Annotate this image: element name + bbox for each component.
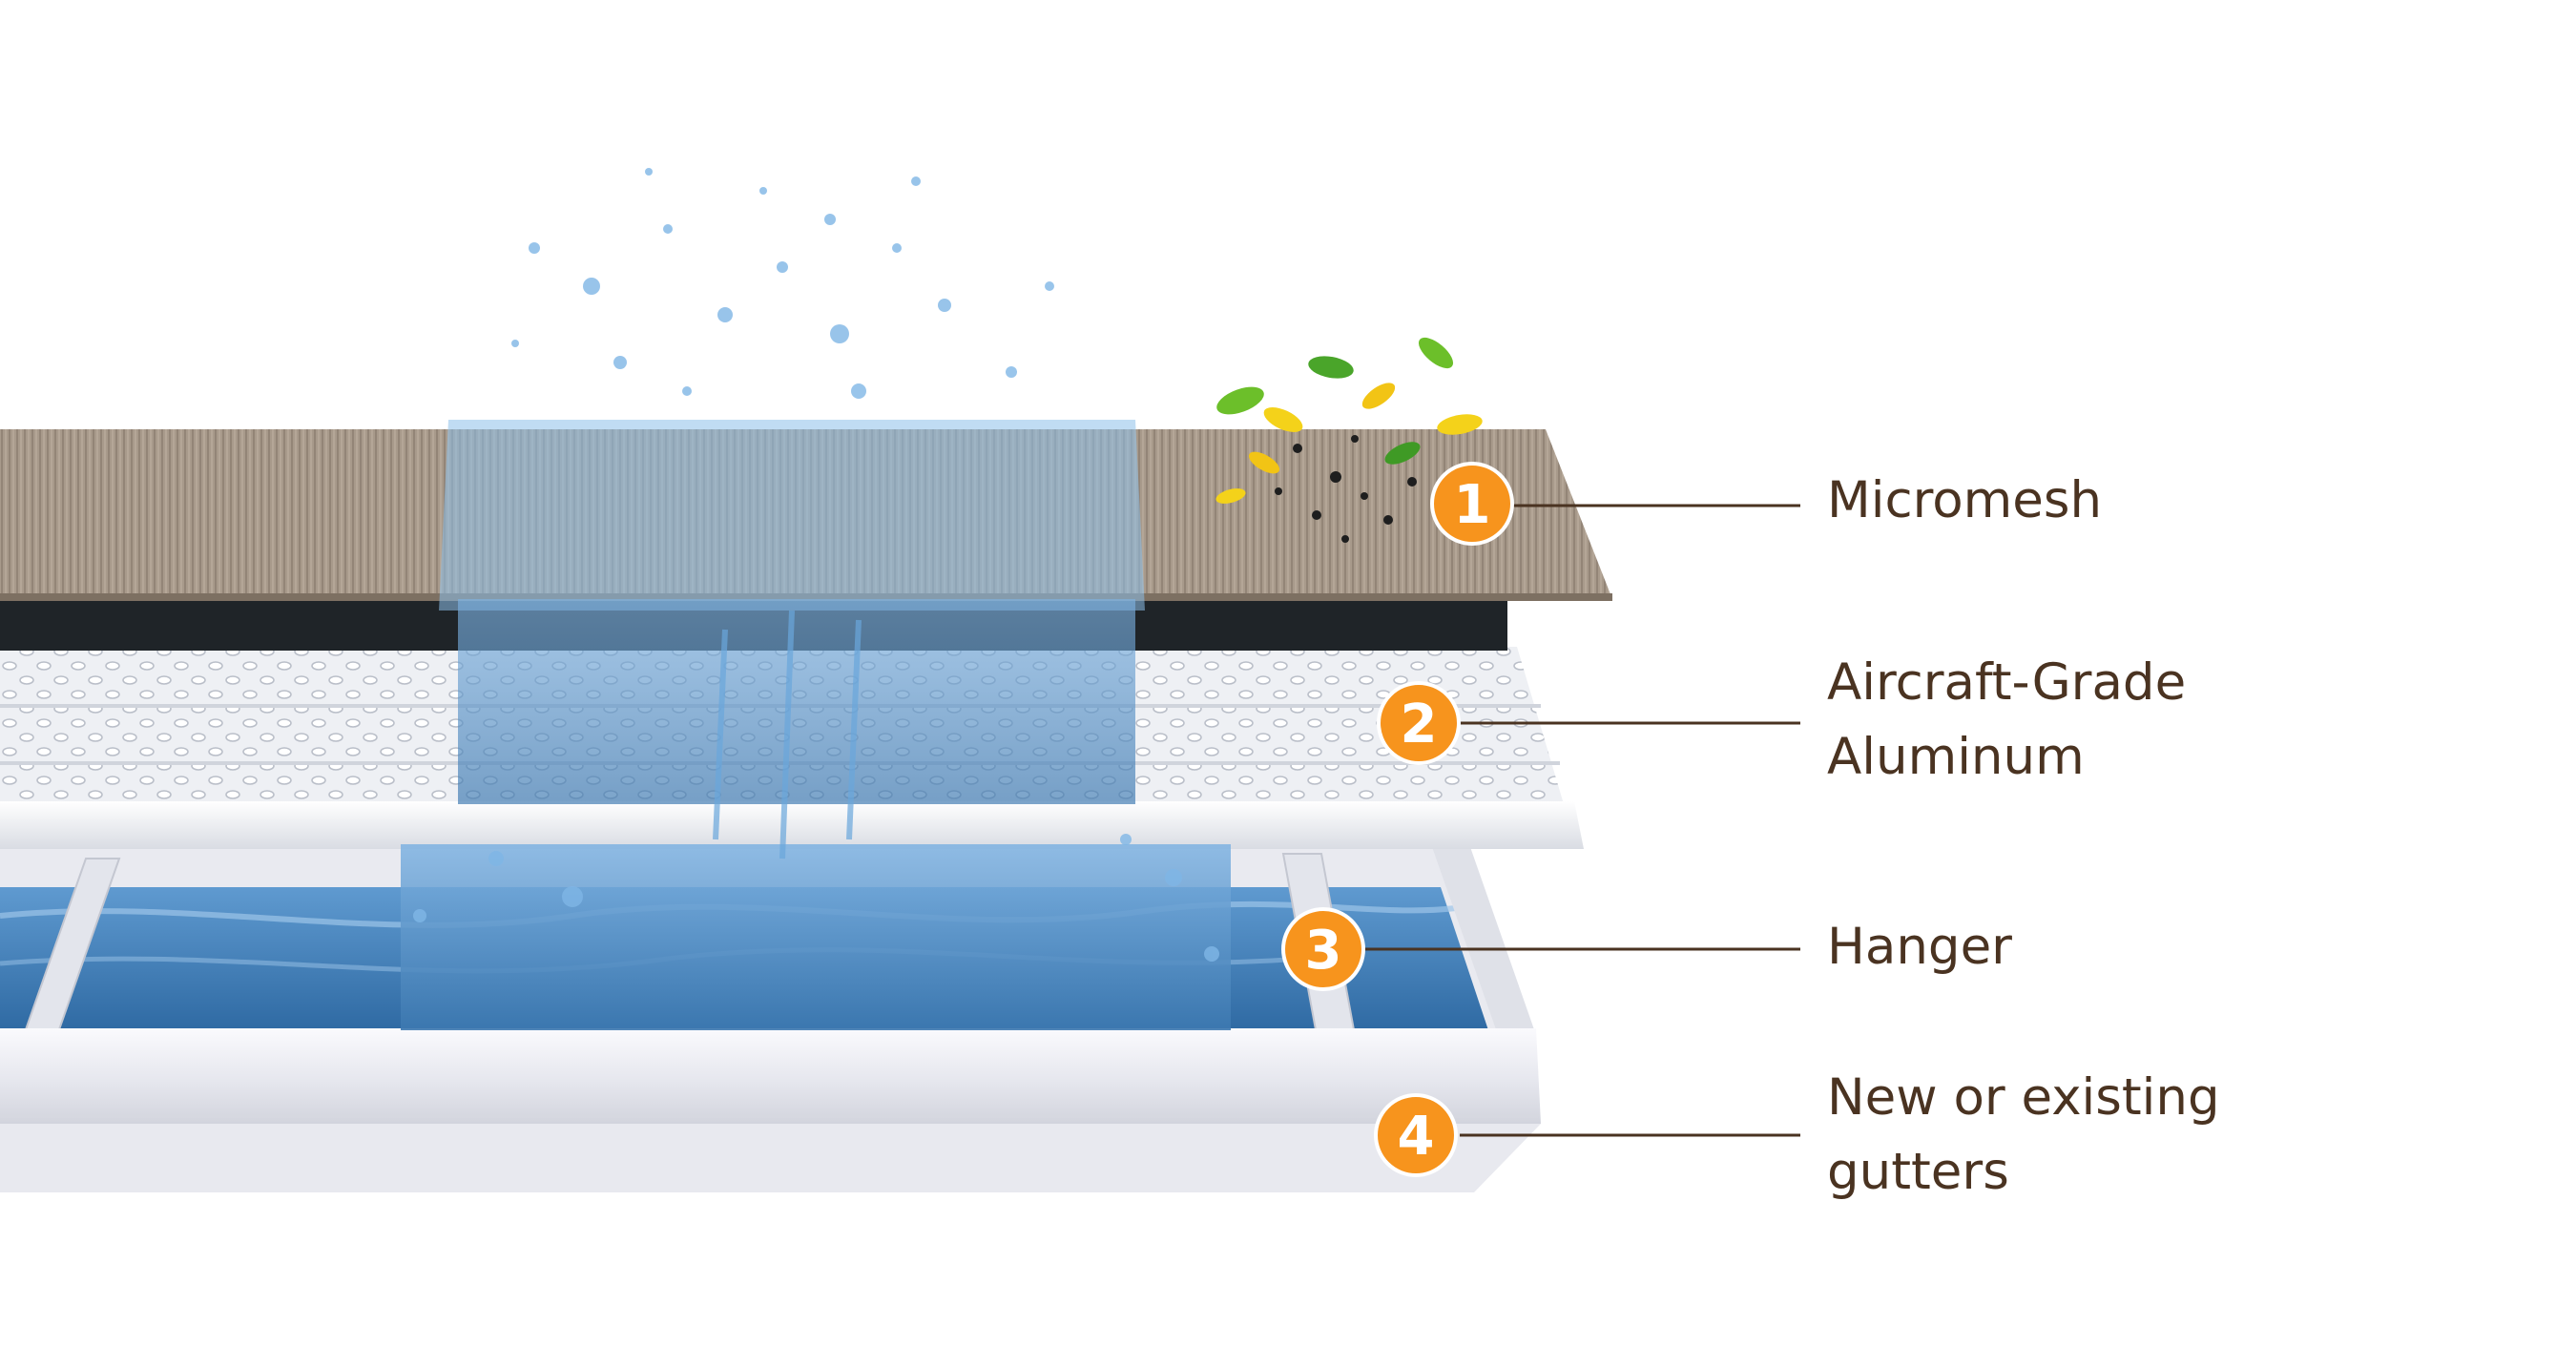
- badge-3: 3: [1281, 907, 1365, 991]
- label-aluminum-line-1: Aircraft-Grade: [1827, 653, 2187, 712]
- label-micromesh: Micromesh: [1827, 464, 2102, 538]
- badge-2-number: 2: [1401, 694, 1438, 756]
- badge-3-number: 3: [1305, 920, 1342, 982]
- label-gutters-line-1: New or existing: [1827, 1068, 2220, 1127]
- label-aluminum-line-2: Aluminum: [1827, 728, 2085, 786]
- badge-4: 4: [1374, 1093, 1458, 1177]
- badge-2: 2: [1377, 681, 1461, 765]
- label-aluminum: Aircraft-Grade Aluminum: [1827, 646, 2186, 795]
- label-micromesh-line-1: Micromesh: [1827, 471, 2103, 529]
- badge-1-number: 1: [1454, 474, 1491, 536]
- gutter-front: [0, 1028, 1541, 1192]
- water-splash-icon: [401, 168, 1231, 1030]
- leaf-debris-icon: [1215, 337, 1483, 543]
- label-gutters-line-2: gutters: [1827, 1143, 2009, 1201]
- leader-lines: [1355, 504, 1800, 1137]
- label-gutters: New or existing gutters: [1827, 1061, 2220, 1210]
- badge-1: 1: [1430, 462, 1514, 546]
- badge-4-number: 4: [1398, 1106, 1435, 1168]
- label-hanger-line-1: Hanger: [1827, 918, 2012, 976]
- label-hanger: Hanger: [1827, 910, 2012, 984]
